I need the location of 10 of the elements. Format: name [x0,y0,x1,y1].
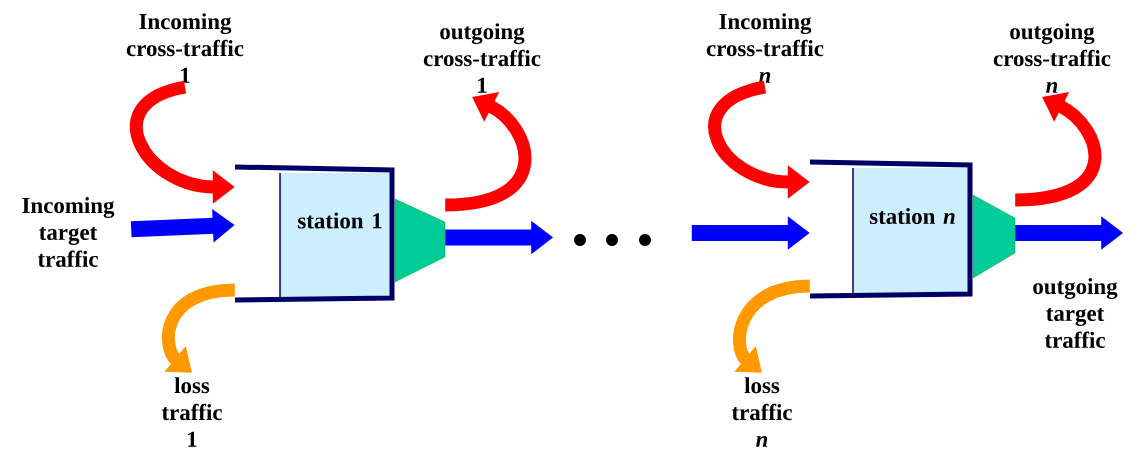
text-label: outgoing target traffic [1033,278,1118,348]
text-label: outgoing cross-traffic n [993,23,1111,93]
text-label: loss traffic n [731,377,792,447]
station-box: station n [809,159,1016,299]
text-label: outgoing cross-traffic 1 [423,23,541,93]
arrow [733,279,811,373]
station-box: station 1 [234,164,446,303]
text-label: loss traffic 1 [161,377,222,447]
text-label: Incoming target traffic [22,197,115,267]
text-label: Incoming cross-traffic n [706,13,824,83]
